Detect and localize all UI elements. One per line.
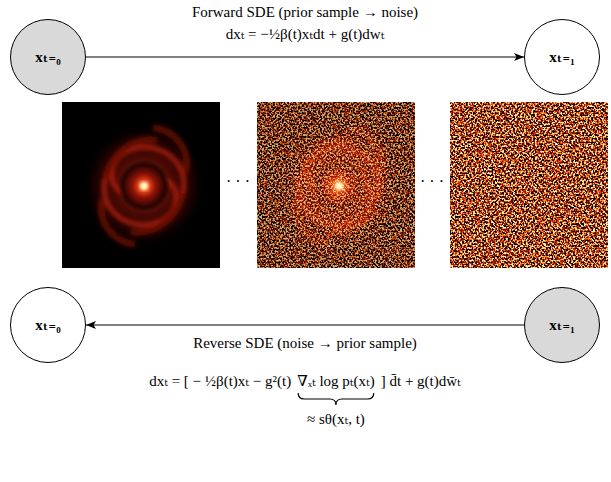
score-term: ∇ₓₜ log pₜ(xₜ)	[297, 372, 375, 390]
galaxy-image	[62, 102, 220, 268]
state-label: xₜ₌₁	[549, 316, 574, 334]
state-circle: xₜ₌₁	[524, 19, 600, 95]
noise-image	[450, 102, 608, 268]
state-label: xₜ₌₀	[35, 316, 60, 334]
state-circle: xₜ₌₁	[524, 287, 600, 363]
reverse-title: Reverse SDE (noise → prior sample)	[193, 334, 417, 352]
ellipsis: · · ·	[226, 172, 250, 191]
forward-equation: dxₜ = −½β(t)xₜdt + g(t)dwₜ	[226, 25, 385, 43]
forward-title: Forward SDE (prior sample → noise)	[192, 3, 418, 21]
sde-arrow	[86, 57, 524, 58]
reverse-equation: ] d̄t + g(t)dw̄ₜ	[381, 372, 461, 390]
state-label: xₜ₌₀	[35, 48, 60, 66]
state-label: xₜ₌₁	[549, 48, 574, 66]
underbrace	[298, 393, 374, 405]
ellipsis: · · ·	[420, 172, 444, 191]
state-circle: xₜ₌₀	[10, 19, 86, 95]
reverse-equation: dxₜ = [ − ½β(t)xₜ − g²(t)	[149, 372, 291, 390]
score-approximation: ≈ sθ(xₜ, t)	[307, 410, 365, 428]
sde-arrow	[86, 325, 524, 326]
noisy-galaxy-image	[257, 102, 415, 268]
state-circle: xₜ₌₀	[10, 287, 86, 363]
